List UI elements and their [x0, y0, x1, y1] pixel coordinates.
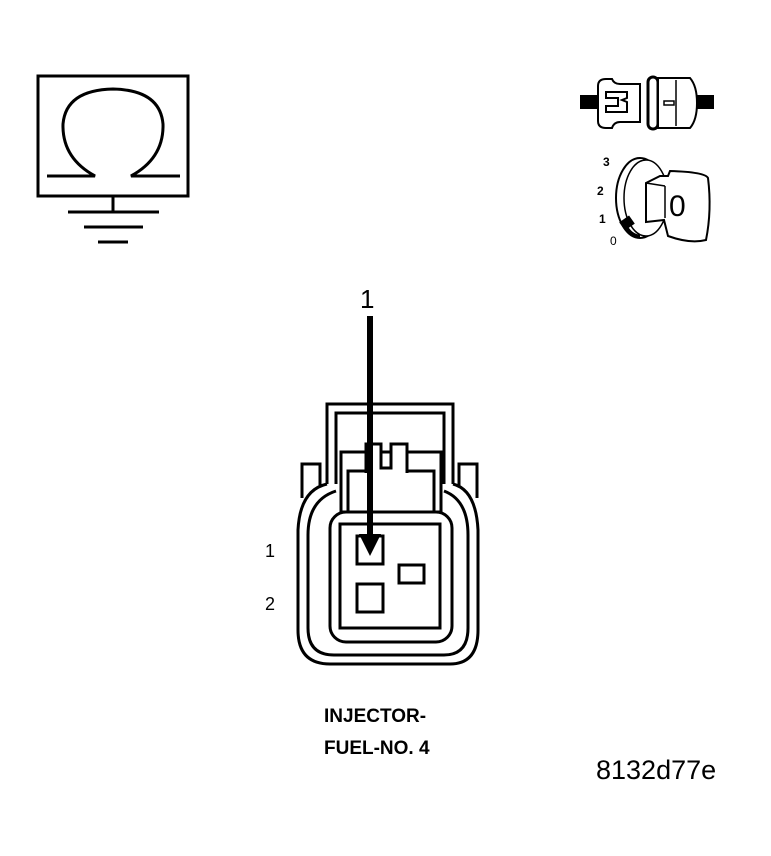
figure-code: 8132d77e — [596, 755, 717, 785]
key-label: 0 — [669, 190, 686, 223]
pin-label-1: 1 — [265, 541, 276, 561]
key-position-0: 0 — [610, 234, 617, 248]
key-position-1: 1 — [599, 212, 606, 226]
pin-label-2: 2 — [265, 594, 276, 614]
connector-title-line1: INJECTOR- — [324, 706, 427, 727]
connector-title-line2: FUEL-NO. 4 — [324, 738, 430, 759]
key-position-2: 2 — [597, 184, 604, 198]
connector-title: INJECTOR- FUEL-NO. 4 — [324, 701, 430, 765]
callout-number: 1 — [360, 284, 375, 314]
key-position-3: 3 — [603, 155, 610, 169]
